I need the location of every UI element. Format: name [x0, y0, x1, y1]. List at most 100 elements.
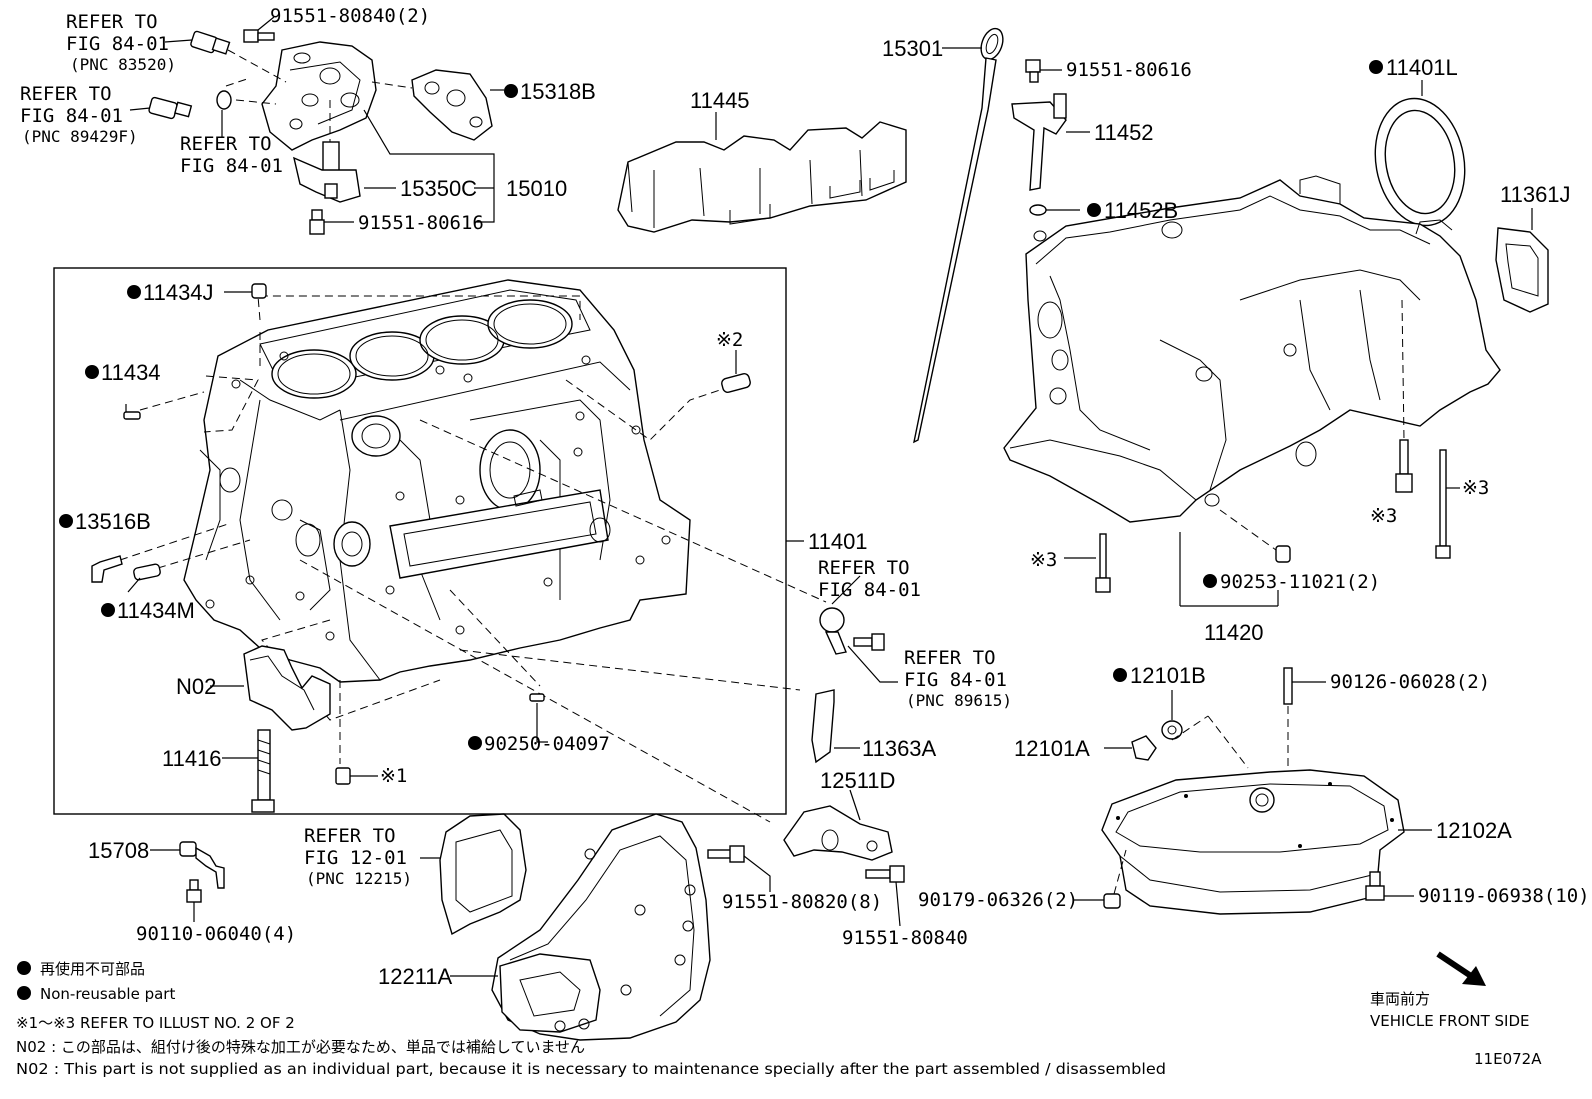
part-labels: 91551-80840(2) 15318B 15350C 15010 91551…	[59, 5, 1590, 989]
label-90250-04097: 90250-04097	[484, 733, 610, 755]
oil-pan-upper-icon	[1003, 175, 1501, 607]
oil-jet-icon	[150, 841, 225, 889]
oil-control-valve-icon	[293, 141, 361, 203]
mark-1: ※1	[380, 765, 407, 787]
refer-89615-line2[interactable]: FIG 84-01	[904, 669, 1007, 691]
label-90126-06028-2: 90126-06028(2)	[1330, 671, 1490, 693]
refer-12215-line2[interactable]: FIG 12-01	[304, 847, 407, 869]
oil-level-gauge-icon	[913, 27, 1004, 444]
figure-id: 11E072A	[1474, 1050, 1542, 1068]
refer-89615-line3[interactable]: (PNC 89615)	[906, 691, 1012, 710]
label-N02: N02	[176, 674, 216, 699]
label-11401L: 11401L	[1386, 55, 1458, 80]
straight-pin-icon	[123, 411, 141, 420]
bolt-icon	[1435, 449, 1451, 559]
temperature-sensor-icon	[129, 96, 193, 120]
dowel-pin-icon	[335, 767, 351, 785]
label-11434: 11434	[101, 360, 161, 385]
timing-chain-cover-icon	[450, 813, 711, 1041]
legend-non-reusable-en: Non-reusable part	[40, 985, 175, 1003]
label-91551-80820-8: 91551-80820(8)	[722, 891, 882, 913]
label-15301: 15301	[882, 36, 943, 61]
nut-icon	[1074, 893, 1121, 909]
label-15010: 15010	[506, 176, 567, 201]
bolt-icon	[1365, 871, 1414, 901]
bearing-cap-bolt-icon	[222, 729, 275, 813]
label-11434M: 11434M	[117, 598, 195, 623]
oil-control-valve-group	[129, 16, 504, 235]
bent-pipe-icon	[91, 555, 123, 583]
label-90179-06326-2: 90179-06326(2)	[918, 889, 1078, 911]
label-90253-11021-2: 90253-11021(2)	[1220, 571, 1380, 593]
label-91551-80616-a: 91551-80616	[358, 212, 484, 234]
bearing-cap-icon	[210, 645, 331, 731]
drain-plug-icon	[1104, 735, 1157, 761]
gasket-icon	[411, 69, 504, 141]
oil-pressure-sensor-icon	[164, 30, 231, 55]
label-11416: 11416	[162, 746, 222, 771]
oil-jet-plug-icon	[251, 283, 267, 299]
stud-bolt-icon	[1283, 667, 1326, 705]
legend-refer-illust: ※1～※3 REFER TO ILLUST NO. 2 OF 2	[16, 1014, 295, 1032]
refer-84-01b-line1[interactable]: REFER TO	[818, 557, 910, 579]
mark-3a: ※3	[1030, 549, 1057, 571]
drain-plug-gasket-icon	[1161, 690, 1183, 740]
washer-icon	[216, 90, 232, 110]
oil-cooler-bracket-icon	[783, 789, 893, 861]
refer-blocks: REFER TO FIG 84-01 (PNC 83520) REFER TO …	[20, 11, 1012, 888]
bolt-icon	[707, 845, 771, 892]
oil-pan-icon	[1101, 769, 1432, 915]
label-11361J: 11361J	[1500, 182, 1571, 207]
label-15708: 15708	[88, 838, 149, 863]
refer-12215-line3[interactable]: (PNC 12215)	[306, 869, 412, 888]
mark-3c: ※3	[1462, 477, 1489, 499]
refer-83520-line1[interactable]: REFER TO	[66, 11, 158, 33]
dowel-pin-icon	[1275, 545, 1291, 563]
legend: 再使用不可部品 Non-reusable part ※1～※3 REFER TO…	[16, 960, 1166, 1078]
bolt-icon	[1395, 439, 1413, 493]
bolt-icon	[243, 16, 275, 43]
bolt-icon	[186, 879, 202, 922]
refer-83520-line3[interactable]: (PNC 83520)	[70, 55, 176, 74]
refer-89615-line1[interactable]: REFER TO	[904, 647, 996, 669]
legend-n02-en: N02 : This part is not supplied as an in…	[16, 1060, 1166, 1078]
label-11363A: 11363A	[862, 736, 937, 761]
refer-83520-line2[interactable]: FIG 84-01	[66, 33, 169, 55]
bolt-icon	[309, 209, 325, 235]
label-13516B: 13516B	[75, 509, 151, 534]
label-11445: 11445	[690, 88, 750, 113]
legend-non-reusable-jp: 再使用不可部品	[40, 960, 145, 978]
direction-arrow-icon	[1436, 951, 1486, 986]
label-12101A: 12101A	[1014, 736, 1090, 761]
label-12211A: 12211A	[378, 964, 453, 989]
legend-n02-jp: N02 : この部品は、組付け後の特殊な加工が必要なため、単品では補給していませ…	[16, 1038, 585, 1056]
label-15350C: 15350C	[400, 176, 477, 201]
oil-cooler-cover-icon	[420, 813, 527, 936]
refer-12215-line1[interactable]: REFER TO	[304, 825, 396, 847]
label-12101B: 12101B	[1130, 663, 1206, 688]
label-15318B: 15318B	[520, 79, 596, 104]
label-91551-80840: 91551-80840	[842, 927, 968, 949]
bolt-icon	[1095, 533, 1111, 593]
oil-control-valve-housing-icon	[261, 41, 377, 151]
refer-89429f-line2[interactable]: FIG 84-01	[20, 105, 123, 127]
label-91551-80616-b: 91551-80616	[1066, 59, 1192, 81]
refer-84-01-line1[interactable]: REFER TO	[180, 133, 272, 155]
cylinder-block-icon	[183, 279, 691, 683]
ring-dowel-icon	[721, 373, 751, 393]
label-11452: 11452	[1094, 120, 1154, 145]
label-90119-06938-10: 90119-06938(10)	[1418, 885, 1590, 907]
refer-89429f-line1[interactable]: REFER TO	[20, 83, 112, 105]
label-90110-06040-4: 90110-06040(4)	[136, 923, 296, 945]
refer-84-01b-line2[interactable]: FIG 84-01	[818, 579, 921, 601]
sleeve-pin-icon	[133, 563, 161, 581]
label-12511D: 12511D	[820, 768, 895, 793]
insulator-bracket-icon	[811, 689, 860, 764]
refer-89429f-line3[interactable]: (PNC 89429F)	[22, 127, 138, 146]
label-11401: 11401	[808, 529, 868, 554]
label-12102A: 12102A	[1436, 818, 1512, 843]
refer-84-01-line2[interactable]: FIG 84-01	[180, 155, 283, 177]
label-91551-80840-2: 91551-80840(2)	[270, 5, 430, 27]
direction-jp: 車両前方	[1370, 990, 1430, 1008]
